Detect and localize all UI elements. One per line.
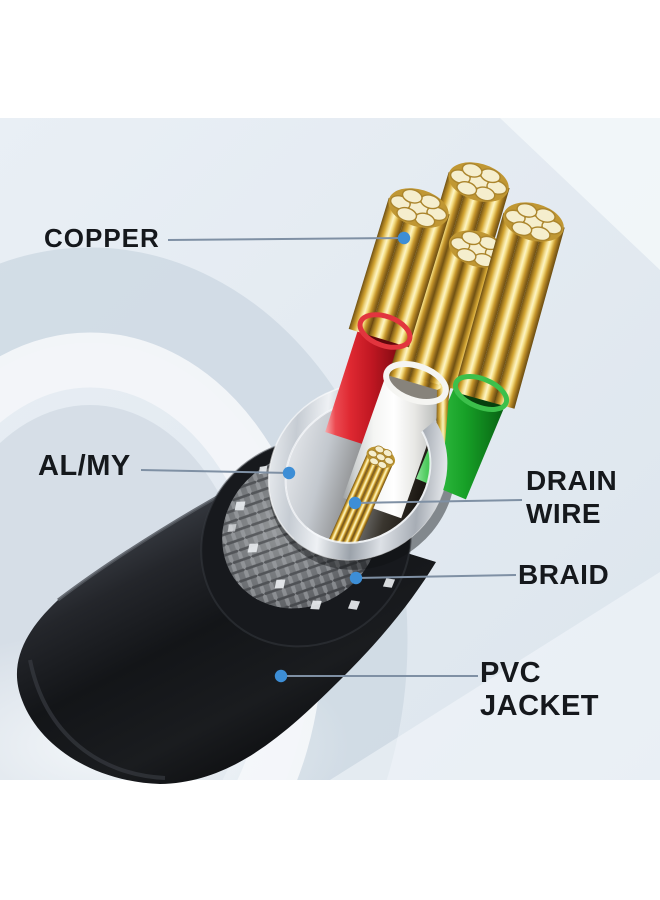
- label-al-my: AL/MY: [38, 450, 131, 482]
- leader-line-al-my: [140, 469, 290, 474]
- leader-dot-al-my: [282, 466, 296, 480]
- cable: [16, 162, 565, 784]
- leader-dot-pvc-jacket: [274, 669, 288, 683]
- leader-dots: [274, 231, 411, 683]
- copper-bundle-right: [453, 202, 565, 409]
- leader-line-copper: [167, 237, 405, 241]
- leader-dot-drain-wire: [348, 496, 362, 510]
- label-pvc-jacket: PVC JACKET: [480, 657, 600, 722]
- leader-dot-copper: [397, 231, 411, 245]
- copper-bundle-left: [348, 188, 450, 348]
- leader-lines: [140, 237, 523, 677]
- label-braid: BRAID: [518, 559, 610, 590]
- leader-line-braid: [355, 574, 517, 579]
- label-copper: COPPER: [44, 223, 160, 253]
- wire-opening-rims: [357, 312, 510, 412]
- leader-line-drain-wire: [354, 499, 523, 504]
- label-drain-wire: DRAIN WIRE: [526, 465, 618, 529]
- leader-dot-braid: [349, 571, 363, 585]
- braid-glints: [227, 465, 396, 610]
